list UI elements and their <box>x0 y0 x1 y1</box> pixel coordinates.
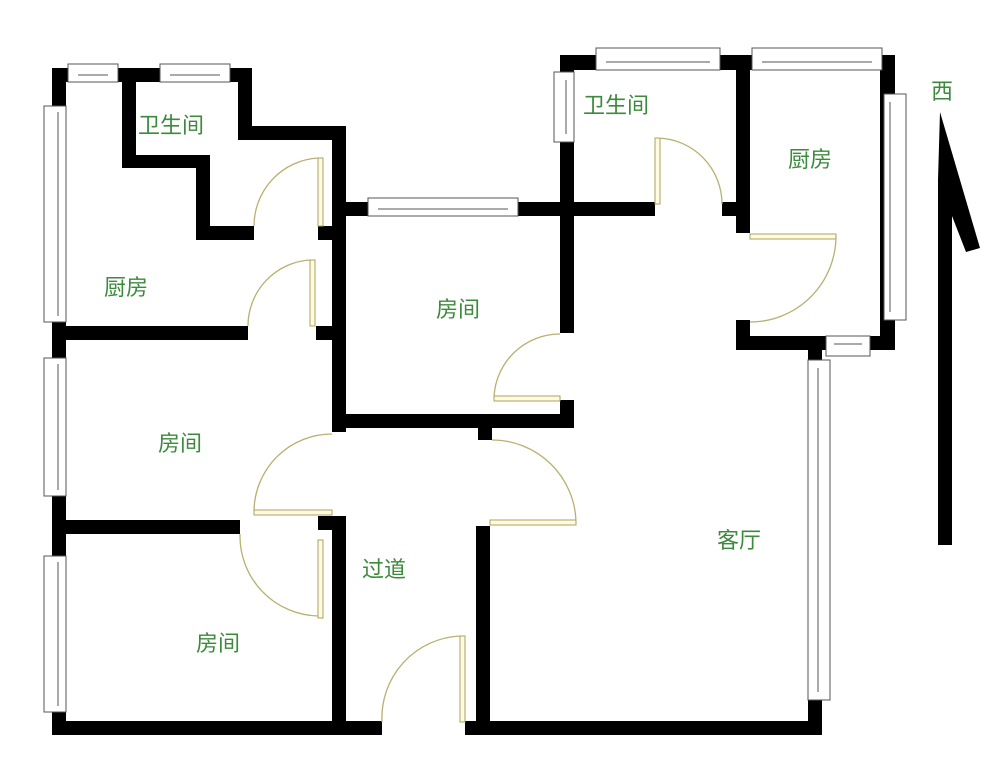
room-label-bath-right: 卫生间 <box>583 94 650 119</box>
walls <box>52 55 895 735</box>
compass-label: 西 <box>931 80 954 105</box>
room-label-kitchen-right: 厨房 <box>788 148 833 173</box>
room-label-left-bottom-room: 房间 <box>196 632 241 657</box>
room-label-living: 客厅 <box>717 529 762 554</box>
room-label-corridor: 过道 <box>362 558 407 583</box>
doors <box>239 137 837 723</box>
compass-arrow <box>938 112 980 545</box>
room-label-center-room: 房间 <box>436 298 481 323</box>
room-label-kitchen-left: 厨房 <box>104 276 149 301</box>
room-label-bath-left: 卫生间 <box>138 114 205 139</box>
room-label-left-mid-room: 房间 <box>158 432 203 457</box>
windows <box>43 47 907 713</box>
